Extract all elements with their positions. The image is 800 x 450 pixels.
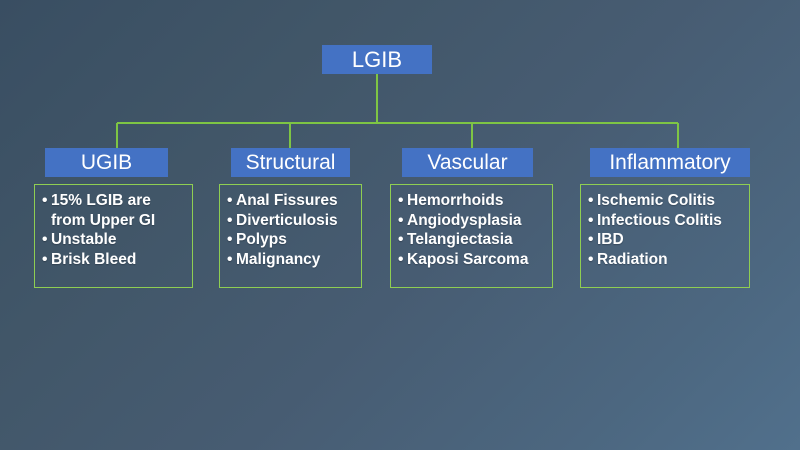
list-item: Hemorrhoids <box>398 191 547 211</box>
bullet-list: 15% LGIB are from Upper GI Unstable Bris… <box>42 191 187 270</box>
root-node-lgib[interactable]: LGIB <box>322 45 432 74</box>
branch-content-vascular: Hemorrhoids Angiodysplasia Telangiectasi… <box>390 184 553 288</box>
list-item: 15% LGIB are from Upper GI <box>42 191 187 230</box>
branch-header-vascular[interactable]: Vascular <box>402 148 533 177</box>
branch-header-label: Structural <box>245 151 336 174</box>
list-item: Ischemic Colitis <box>588 191 744 211</box>
list-item: Brisk Bleed <box>42 250 187 270</box>
list-item: Polyps <box>227 230 356 250</box>
list-item: Kaposi Sarcoma <box>398 250 547 270</box>
list-item: Anal Fissures <box>227 191 356 211</box>
list-item: Radiation <box>588 250 744 270</box>
branch-header-label: Vascular <box>427 151 508 174</box>
list-item: Diverticulosis <box>227 211 356 231</box>
branch-header-inflammatory[interactable]: Inflammatory <box>590 148 750 177</box>
list-item: Telangiectasia <box>398 230 547 250</box>
branch-header-ugib[interactable]: UGIB <box>45 148 168 177</box>
branch-header-label: Inflammatory <box>609 151 731 174</box>
list-item: Infectious Colitis <box>588 211 744 231</box>
root-node-label: LGIB <box>351 46 403 72</box>
branch-content-ugib: 15% LGIB are from Upper GI Unstable Bris… <box>34 184 193 288</box>
bullet-list: Hemorrhoids Angiodysplasia Telangiectasi… <box>398 191 547 270</box>
branch-header-structural[interactable]: Structural <box>231 148 350 177</box>
list-item: Angiodysplasia <box>398 211 547 231</box>
list-item: Unstable <box>42 230 187 250</box>
branch-content-inflammatory: Ischemic Colitis Infectious Colitis IBD … <box>580 184 750 288</box>
branch-content-structural: Anal Fissures Diverticulosis Polyps Mali… <box>219 184 362 288</box>
bullet-list: Anal Fissures Diverticulosis Polyps Mali… <box>227 191 356 270</box>
list-item: Malignancy <box>227 250 356 270</box>
list-item: IBD <box>588 230 744 250</box>
bullet-list: Ischemic Colitis Infectious Colitis IBD … <box>588 191 744 270</box>
branch-header-label: UGIB <box>80 151 133 174</box>
